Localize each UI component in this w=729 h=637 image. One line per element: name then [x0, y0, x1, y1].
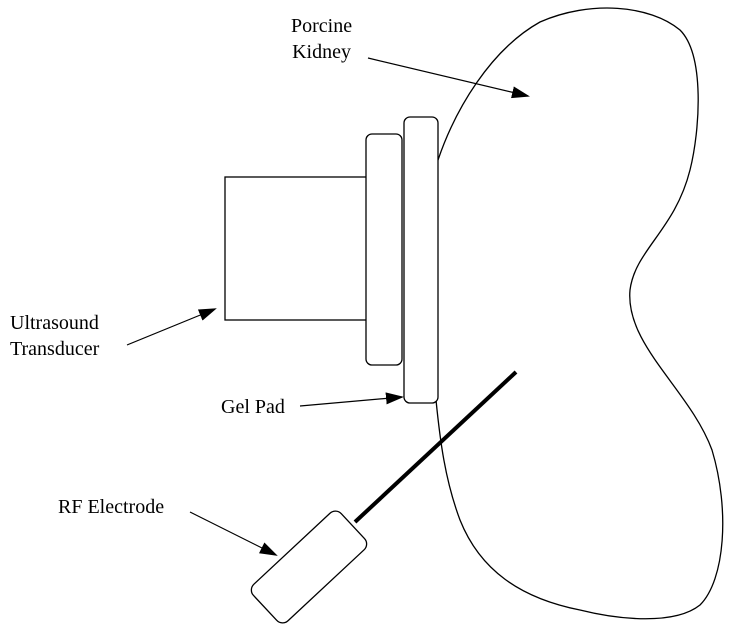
electrode-needle — [353, 370, 518, 524]
electrode-label-text: RF Electrode — [58, 496, 165, 518]
gel-pad-label-text: Gel Pad — [221, 396, 285, 418]
electrode-arrow — [189, 511, 278, 556]
gel-pad — [403, 116, 439, 404]
gel-pad-arrow — [299, 392, 404, 407]
transducer-face — [365, 133, 403, 366]
transducer-label-line-2: Transducer — [10, 338, 100, 360]
transducer-arrow — [126, 308, 217, 346]
gel-pad-label: Gel Pad — [221, 394, 285, 420]
kidney-label-line-2: Kidney — [292, 41, 351, 63]
electrode-handle — [250, 510, 368, 624]
kidney-label-line-1: Porcine — [291, 15, 353, 37]
kidney-outline — [435, 7, 724, 620]
kidney-label: Porcine Kidney — [291, 13, 352, 65]
kidney-arrow — [367, 57, 530, 99]
transducer-label: Ultrasound Transducer — [10, 310, 99, 362]
transducer-body — [224, 176, 369, 321]
transducer-label-line-1: Ultrasound — [10, 312, 99, 334]
electrode-label: RF Electrode — [58, 494, 164, 520]
